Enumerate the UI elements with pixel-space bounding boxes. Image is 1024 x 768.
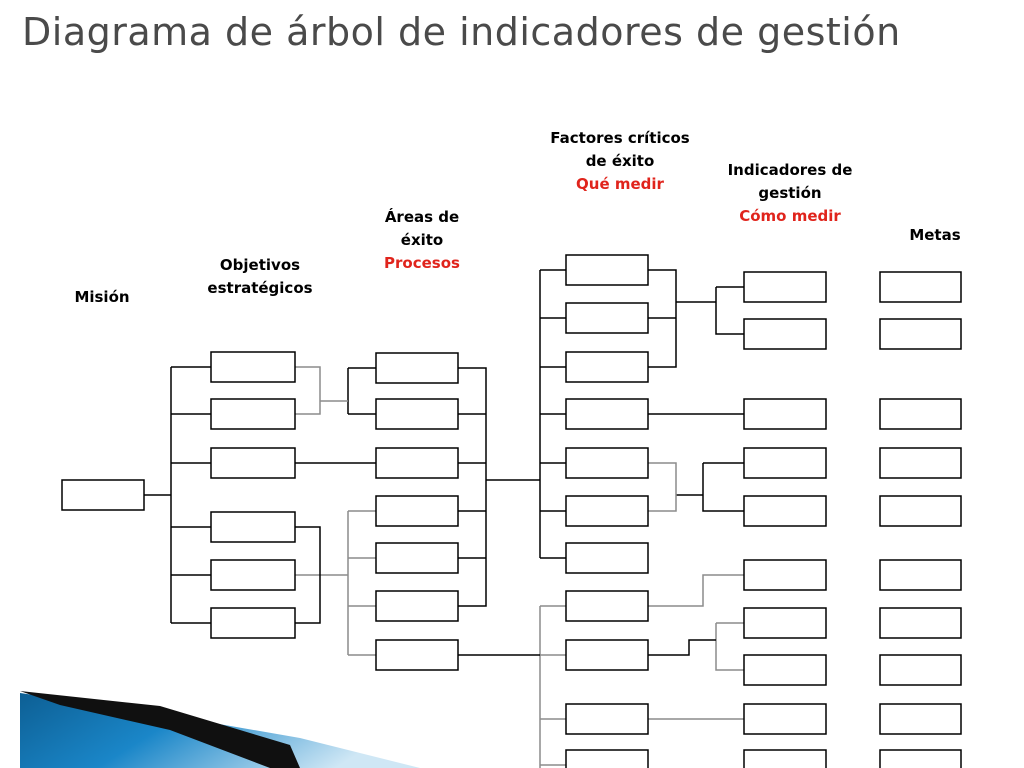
header-areas-sub: Procesos (384, 254, 460, 272)
header-factores-line2: de éxito (585, 152, 655, 170)
header-mision-label: Misión (74, 288, 130, 306)
factor-box-3 (565, 351, 649, 383)
area-box-4 (375, 495, 459, 527)
indicador-box-1 (743, 271, 827, 303)
area-box-1 (375, 352, 459, 384)
header-factores: Factores críticos de éxito Qué medir (525, 127, 715, 196)
header-factores-line1: Factores críticos (550, 129, 690, 147)
connector-factores-1-3 (648, 269, 677, 368)
factor-box-8 (565, 590, 649, 622)
indicador-box-10 (743, 749, 827, 768)
indicador-box-6 (743, 559, 827, 591)
indicador-box-9 (743, 703, 827, 735)
objetivo-box-5 (210, 559, 296, 591)
factor-box-11 (565, 749, 649, 768)
meta-box-3 (879, 398, 962, 430)
meta-box-5 (879, 495, 962, 527)
connector-indicadores-4-5 (702, 462, 744, 512)
objetivo-box-2 (210, 398, 296, 430)
header-metas-label: Metas (909, 226, 961, 244)
objetivo-box-4 (210, 511, 296, 543)
factor-box-2 (565, 302, 649, 334)
indicador-box-5 (743, 495, 827, 527)
connector-objetivos-4-6 (295, 526, 321, 624)
connector-areas-branches (458, 413, 486, 559)
objetivo-box-1 (210, 351, 296, 383)
meta-box-2 (879, 318, 962, 350)
connector-factores-5-6 (648, 462, 677, 512)
connector-areas-right (458, 367, 487, 607)
meta-box-6 (879, 559, 962, 591)
header-areas-line2: éxito (400, 231, 444, 249)
area-box-3 (375, 447, 459, 479)
header-objetivos-line1: Objetivos (219, 256, 301, 274)
swoosh-dark-band (20, 691, 300, 768)
area-box-6 (375, 590, 459, 622)
header-areas-line1: Áreas de (384, 208, 460, 226)
header-mision: Misión (52, 286, 152, 309)
area-box-2 (375, 398, 459, 430)
area-box-5 (375, 542, 459, 574)
header-factores-sub: Qué medir (576, 175, 664, 193)
factor-box-4 (565, 398, 649, 430)
meta-box-8 (879, 654, 962, 686)
header-metas: Metas (885, 224, 985, 247)
meta-box-9 (879, 703, 962, 735)
indicador-box-3 (743, 398, 827, 430)
header-indicadores: Indicadores de gestión Cómo medir (700, 159, 880, 228)
header-indicadores-sub: Cómo medir (739, 207, 841, 225)
factor-box-6 (565, 495, 649, 527)
indicador-box-4 (743, 447, 827, 479)
area-box-7 (375, 639, 459, 671)
header-objetivos: Objetivos estratégicos (185, 254, 335, 300)
factor-box-10 (565, 703, 649, 735)
factor-box-1 (565, 254, 649, 286)
meta-box-1 (879, 271, 962, 303)
connector-factor-8 (648, 574, 744, 607)
factor-box-9 (565, 639, 649, 671)
connector-indicadores-7-8 (715, 622, 744, 671)
header-areas: Áreas de éxito Procesos (352, 206, 492, 275)
header-indicadores-line1: Indicadores de (727, 161, 853, 179)
meta-box-7 (879, 607, 962, 639)
indicador-box-8 (743, 654, 827, 686)
meta-box-4 (879, 447, 962, 479)
indicador-box-7 (743, 607, 827, 639)
factor-box-7 (565, 542, 649, 574)
header-objetivos-line2: estratégicos (207, 279, 313, 297)
slide-title: Diagrama de árbol de indicadores de gest… (22, 10, 901, 54)
connector-objetivos-1-2 (295, 366, 321, 415)
objetivo-box-3 (210, 447, 296, 479)
header-indicadores-line2: gestión (758, 184, 822, 202)
indicador-box-2 (743, 318, 827, 350)
objetivo-box-6 (210, 607, 296, 639)
connector-factor-9 (648, 639, 716, 656)
meta-box-10 (879, 749, 962, 768)
mision-box (61, 479, 145, 511)
factor-box-5 (565, 447, 649, 479)
